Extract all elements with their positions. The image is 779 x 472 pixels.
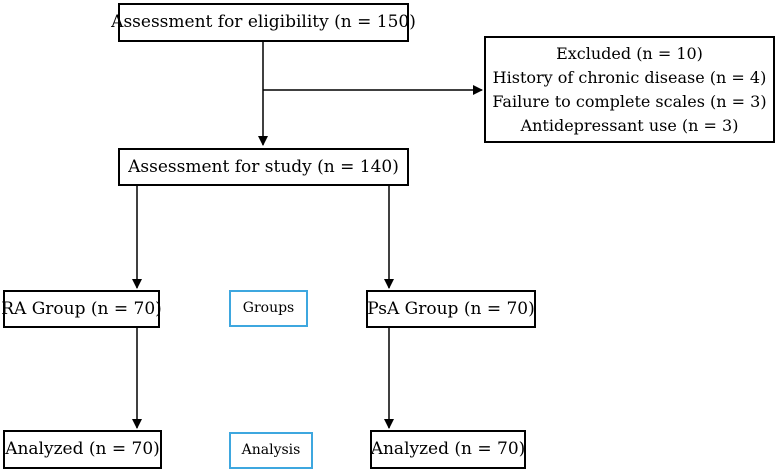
analysis-label-text: Analysis — [241, 442, 301, 459]
eligibility-label: Assessment for eligibility (n = 150) — [111, 12, 416, 33]
ra-group-label: RA Group (n = 70) — [1, 298, 162, 319]
excluded-reason-incomplete-scales: Failure to complete scales (n = 3) — [492, 91, 767, 111]
analysis-stage-label: Analysis — [229, 432, 313, 469]
ra-analyzed-label: Analyzed (n = 70) — [5, 439, 160, 460]
psa-analyzed-box: Analyzed (n = 70) — [370, 430, 526, 469]
ra-analyzed-box: Analyzed (n = 70) — [3, 430, 162, 469]
groups-label-text: Groups — [242, 300, 295, 317]
psa-group-label: PsA Group (n = 70) — [367, 298, 535, 319]
eligibility-box: Assessment for eligibility (n = 150) — [111, 3, 416, 42]
ra-group-box: RA Group (n = 70) — [1, 290, 162, 328]
excluded-reason-chronic-disease: History of chronic disease (n = 4) — [492, 67, 767, 87]
excluded-box: Excluded (n = 10) History of chronic dis… — [484, 36, 775, 143]
excluded-title: Excluded (n = 10) — [556, 43, 703, 63]
psa-analyzed-label: Analyzed (n = 70) — [370, 439, 526, 460]
psa-group-box: PsA Group (n = 70) — [366, 290, 536, 328]
groups-stage-label: Groups — [229, 290, 308, 327]
study-box: Assessment for study (n = 140) — [118, 148, 409, 186]
excluded-reason-antidepressant: Antidepressant use (n = 3) — [520, 115, 739, 135]
study-label: Assessment for study (n = 140) — [128, 156, 399, 177]
